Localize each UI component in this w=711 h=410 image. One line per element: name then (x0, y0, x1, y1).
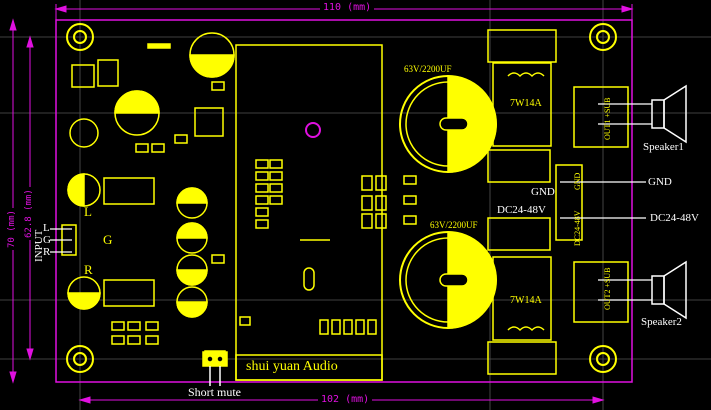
pwr-gnd-silk-label: GND (573, 172, 582, 190)
dc-label: DC24-48V (650, 212, 699, 224)
short-mute-label: Short mute (188, 385, 241, 399)
inductor-bottom-label: 7W14A (510, 295, 542, 306)
cap-bottom-label: 63V/2200UF (430, 220, 478, 230)
dc-silk-label: DC24-48V (497, 204, 546, 216)
silkscreen-components (50, 29, 687, 386)
silk-g-label: G (103, 232, 113, 247)
center-via (305, 122, 321, 138)
out2-silk-label: OUT2 +SUB (603, 267, 612, 310)
dimension-top-width: 110 (mm) (320, 2, 375, 13)
brand-label: shui yuan Audio (246, 359, 338, 374)
dimension-outer-height: 70 (mm) (7, 208, 17, 250)
silk-r-label: R (84, 262, 93, 277)
input-g-label: G (43, 234, 51, 246)
silk-l-label: L (84, 204, 92, 219)
dimension-bottom-width: 102 (mm) (318, 394, 373, 405)
gnd-silk-label: GND (531, 186, 555, 198)
speaker1-label: Speaker1 (643, 141, 684, 153)
pwr-dc-silk-label: DC24-48V (573, 210, 582, 246)
mounting-holes (66, 23, 617, 373)
gnd-label: GND (648, 176, 672, 188)
out1-silk-label: OUT1 +SUB (603, 97, 612, 140)
cap-top-label: 63V/2200UF (404, 64, 452, 74)
inductor-top-label: 7W14A (510, 98, 542, 109)
input-l-label: L (43, 222, 50, 234)
speaker2-label: Speaker2 (641, 316, 682, 328)
input-r-label: R (43, 246, 51, 258)
board-outline (55, 19, 633, 383)
